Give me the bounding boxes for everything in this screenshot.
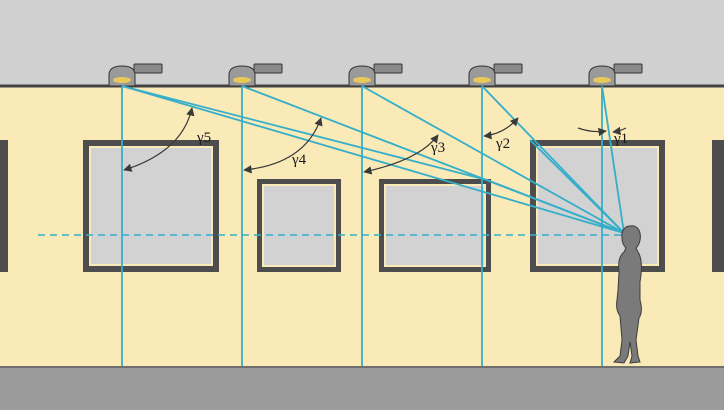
reflection-line-3 [529,139,625,234]
painting-2 [257,179,341,272]
angle-arc-1 [577,127,607,137]
edge-frame-right [712,140,724,272]
angle-label-4: γ4 [291,152,307,168]
angle-arc-5 [123,107,195,172]
angle-label-3: γ3 [430,140,445,156]
luminaire-3 [348,63,403,87]
edge-frame-left [0,140,8,272]
luminaire-5 [588,63,643,87]
luminaire-1 [108,63,163,87]
angle-arcs [123,107,627,175]
angle-label-2: γ2 [495,136,510,152]
luminaire-2 [228,63,283,87]
angle-arc-4 [243,117,323,174]
angle-label-5: γ5 [196,130,211,146]
sight-line-5 [601,85,625,234]
painting-3 [379,179,491,272]
angle-arc-2 [483,117,519,140]
reflection-line-2 [486,179,625,234]
floor [0,366,724,410]
viewer-silhouette [612,225,642,364]
angle-label-1: γ1 [613,131,628,147]
painting-1 [83,140,219,272]
angle-arc-3 [363,134,439,175]
luminaire-4 [468,63,523,87]
angle-arc-1b [612,126,627,136]
sight-line-3 [361,85,625,234]
